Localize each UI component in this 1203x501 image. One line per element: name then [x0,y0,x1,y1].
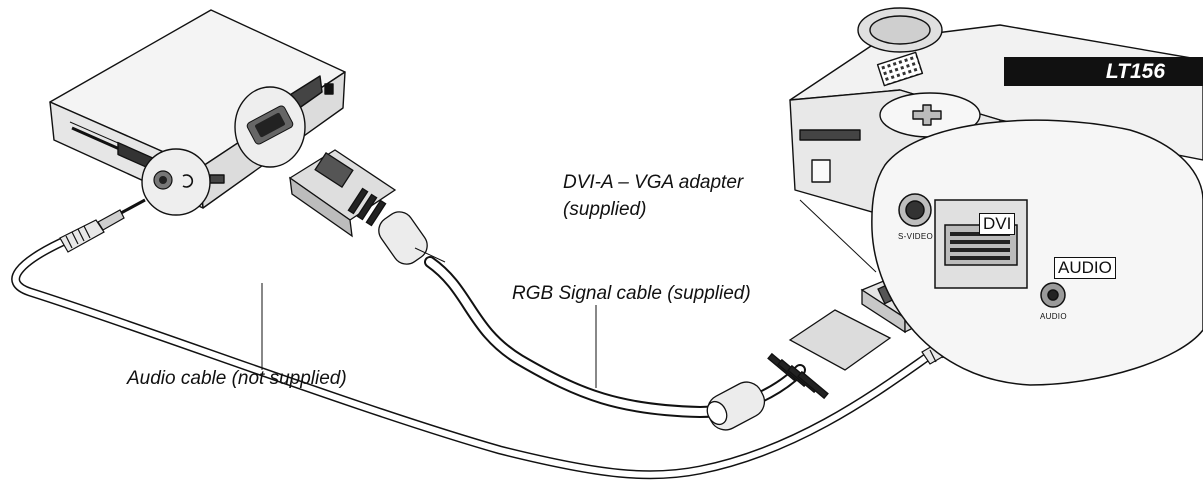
audio-port-label: AUDIO [1054,257,1116,279]
leader-lines [261,199,877,388]
vga-connector-projector [767,309,892,400]
audio-cable [11,237,935,480]
dvi-adapter-label-line1: DVI-A – VGA adapter [563,172,744,193]
laptop-audio-port-callout [141,148,211,216]
rgb-cable-label: RGB Signal cable (supplied) [512,283,751,304]
laptop-vga-port-callout [234,86,306,168]
audio-port-small-label: AUDIO [1040,312,1067,321]
svideo-port-label: S-VIDEO [898,232,933,241]
dvi-port-label: DVI [979,213,1016,235]
model-badge: LT156 [1004,57,1203,86]
rgb-ferrite-core [706,381,766,431]
audio-plug-laptop [59,198,146,253]
audio-cable-label: Audio cable (not supplied) [127,368,347,389]
dvi-adapter-label-line2: (supplied) [563,199,647,220]
projector-port-panel-callout [871,119,1203,386]
vga-connector-laptop [288,149,446,265]
